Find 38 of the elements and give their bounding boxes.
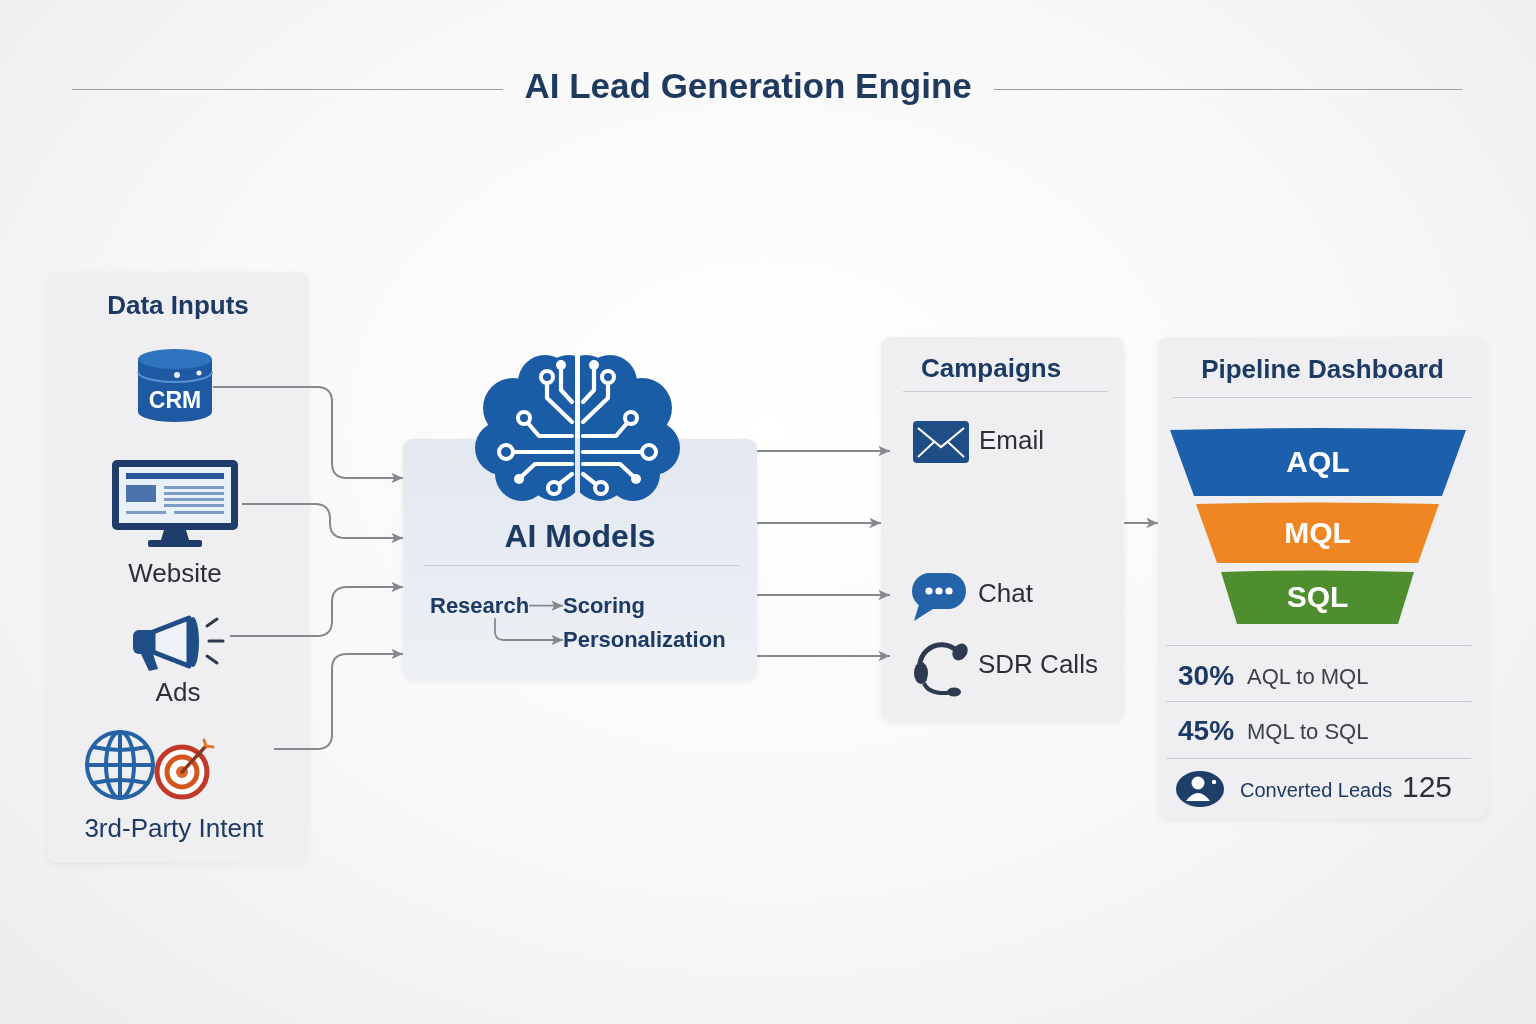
arrow xyxy=(494,617,564,646)
metric-label: AQL to MQL xyxy=(1247,664,1369,690)
panel-heading: Pipeline Dashboard xyxy=(1201,355,1444,385)
panel-heading: Campaigns xyxy=(921,354,1062,384)
arrow xyxy=(756,650,891,662)
metric-value: 30% xyxy=(1178,659,1235,693)
stage-label: AQL xyxy=(1286,444,1350,479)
item-label: SDR Calls xyxy=(978,650,1098,680)
metric-label: Converted Leads xyxy=(1240,778,1393,802)
arrow xyxy=(756,517,882,529)
panel xyxy=(47,272,309,863)
item-label: Chat xyxy=(978,579,1033,609)
panel-heading: Data Inputs xyxy=(107,291,249,321)
flow-step-label: Scoring xyxy=(563,593,645,619)
arrow xyxy=(212,386,404,484)
arrow xyxy=(528,600,564,611)
flow-step-label: Personalization xyxy=(563,627,726,653)
stage-label: MQL xyxy=(1284,515,1351,550)
arrow xyxy=(756,589,891,601)
diagram-title: AI Lead Generation Engine xyxy=(524,66,972,107)
metric-label: MQL to SQL xyxy=(1247,719,1369,745)
flow-step-label: Research xyxy=(430,593,530,619)
item-label: 3rd-Party Intent xyxy=(84,814,264,844)
panel xyxy=(881,337,1124,721)
arrow xyxy=(756,445,891,457)
count-value: 125 xyxy=(1402,769,1453,805)
panel-heading: AI Models xyxy=(504,518,656,555)
arrow xyxy=(229,581,404,637)
metric-value: 45% xyxy=(1178,714,1235,748)
panel xyxy=(1158,337,1487,819)
arrow xyxy=(241,503,404,544)
item-label: Email xyxy=(979,426,1044,456)
stage-label: SQL xyxy=(1286,579,1349,615)
node-label: CRM xyxy=(148,387,202,414)
arrow xyxy=(1123,517,1159,529)
item-label: Website xyxy=(128,559,222,589)
item-label: Ads xyxy=(155,678,201,708)
arrow xyxy=(273,648,404,750)
